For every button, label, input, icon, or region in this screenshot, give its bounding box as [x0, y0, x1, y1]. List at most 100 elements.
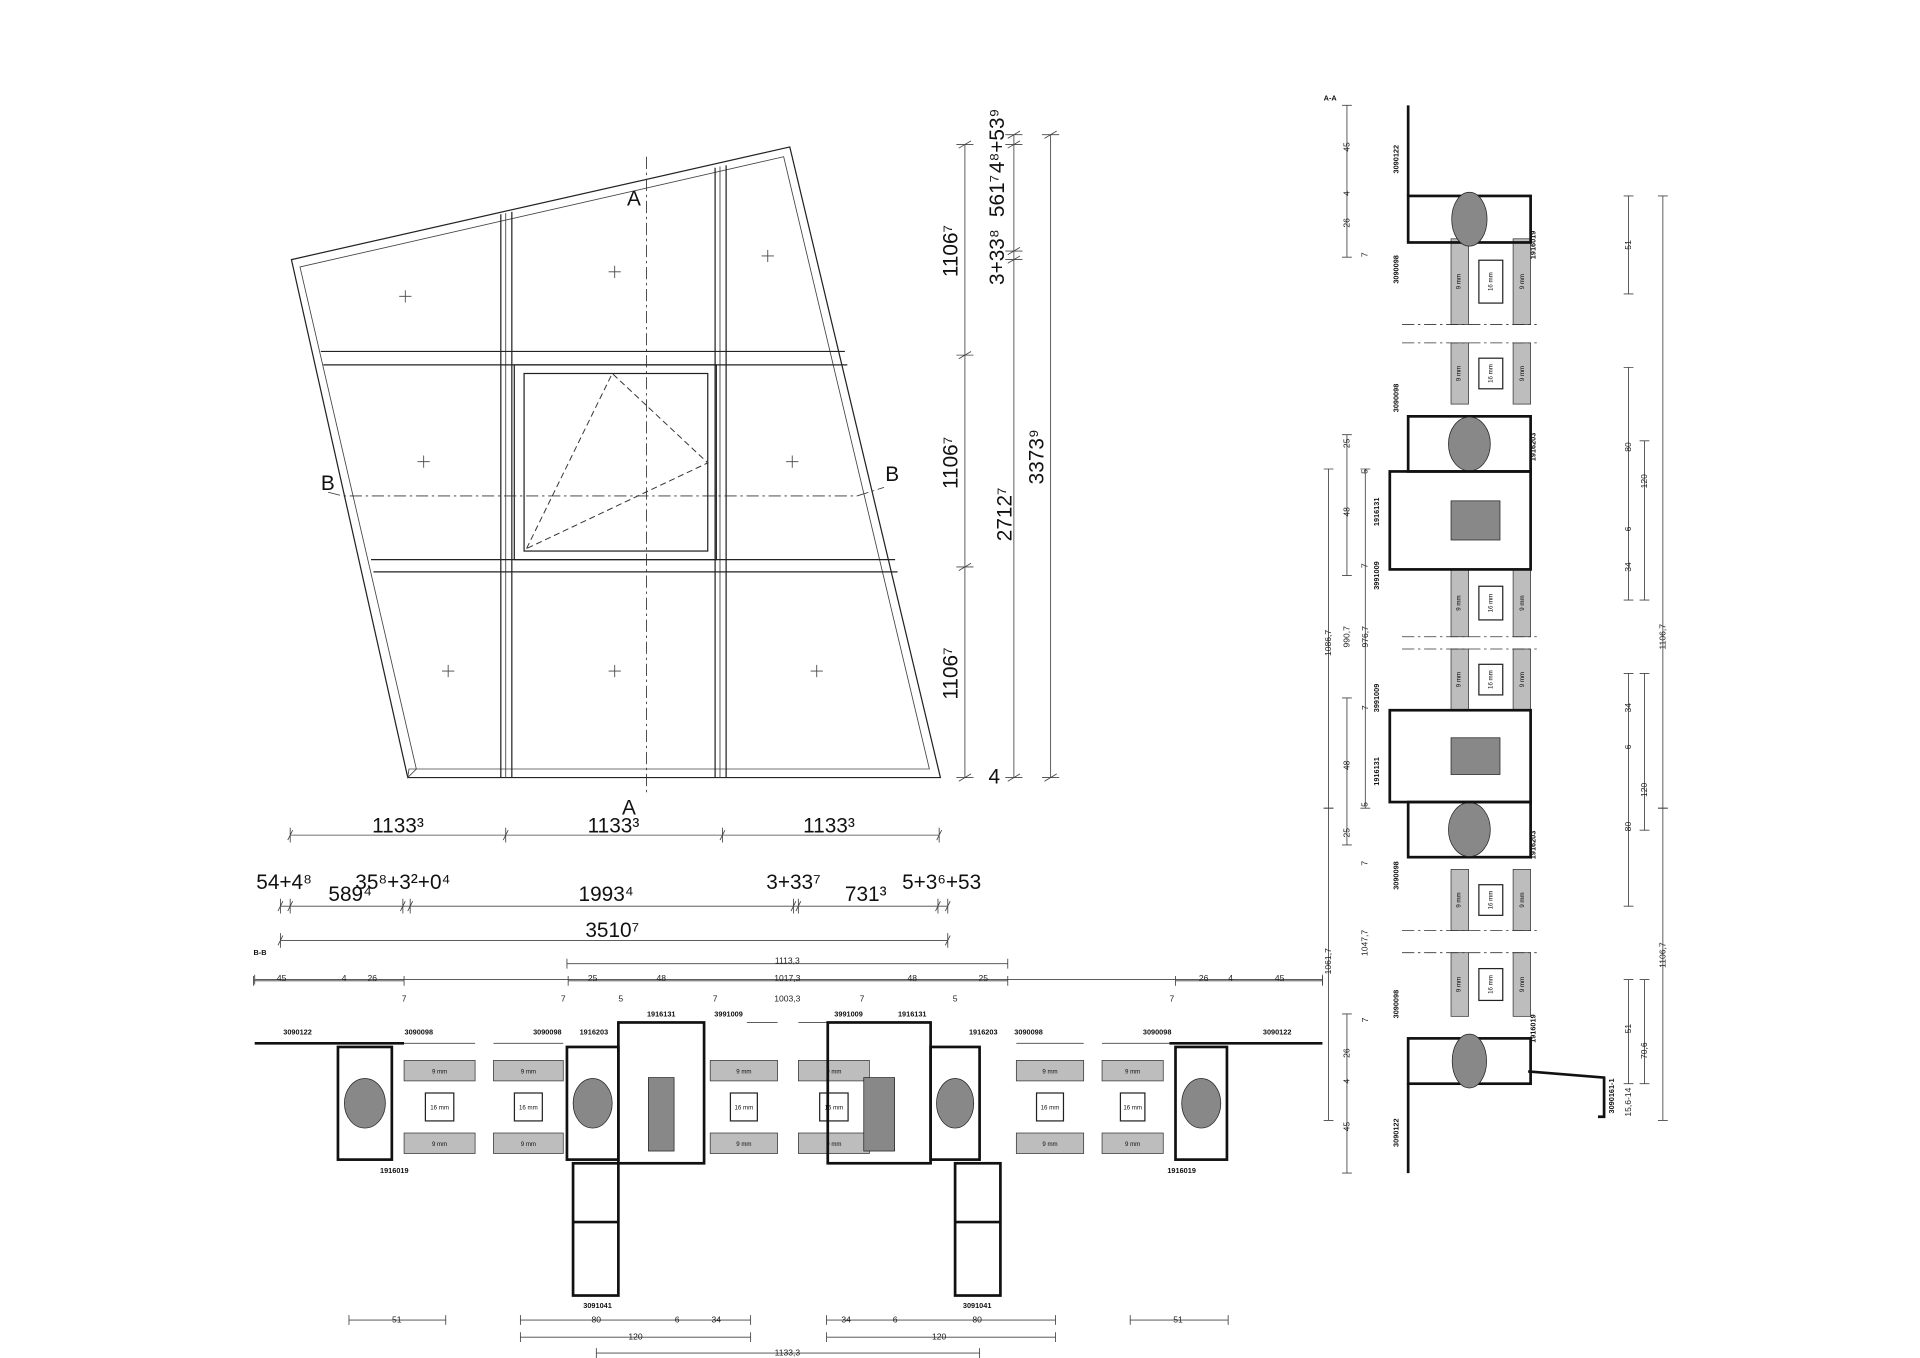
- mullion-post: [953, 1161, 1002, 1297]
- dim-tick: [277, 898, 284, 914]
- dimension-label: 1086,7: [1323, 630, 1333, 656]
- dimension-label: 80: [1623, 442, 1633, 452]
- dim-tick: [287, 898, 294, 914]
- dimension-label: 1047,7: [1360, 930, 1370, 956]
- dim-tick: [790, 898, 797, 914]
- dim-tick: [956, 562, 974, 572]
- glass-pane-label: 9 mm: [1456, 977, 1463, 992]
- thermal-break: [1181, 1078, 1222, 1129]
- spacer: [1035, 1092, 1065, 1122]
- part-number-label: 3991009: [1372, 684, 1381, 713]
- dim-tick: [944, 898, 951, 914]
- dimension-label: 5: [1360, 802, 1370, 807]
- dimension-line: [1623, 979, 1634, 1085]
- glass-cavity-label: 16 mm: [1487, 364, 1494, 383]
- dimension-label: 4: [1341, 1079, 1351, 1084]
- glass-pane-label: 9 mm: [1519, 672, 1526, 687]
- dimension-label: 6: [1623, 744, 1633, 749]
- thermal-break: [863, 1077, 895, 1152]
- part-number-label: 3090098: [1391, 861, 1400, 890]
- dim-tick: [956, 140, 974, 149]
- part-number-label: 1916131: [1372, 498, 1381, 527]
- dimension-label: 48: [1341, 760, 1351, 770]
- glass-pane-label: 9 mm: [1519, 977, 1526, 992]
- labels: 1106⁷1106⁷1106⁷4⁸+53⁹561⁷3+33⁸2712⁷43373…: [256, 109, 1667, 1358]
- aluminium-profile: [826, 1021, 932, 1165]
- dimension-line: [1639, 440, 1650, 601]
- glass-pane-label: 9 mm: [521, 1068, 536, 1075]
- dim-tick: [407, 898, 414, 914]
- glass-pane-label: 9 mm: [1456, 274, 1463, 289]
- dimension-label: 6: [675, 1314, 680, 1324]
- dimension-label: 45: [277, 973, 287, 983]
- glass-pane-label: 9 mm: [736, 1068, 751, 1075]
- dim-height-bottom: 4: [988, 766, 1000, 789]
- dimension-label: 1017,3: [774, 973, 800, 983]
- glass-pane: [1015, 1060, 1085, 1082]
- thermal-break: [572, 1078, 613, 1129]
- dimension-label: 7: [1360, 252, 1370, 257]
- aluminium-profile: [617, 1021, 706, 1165]
- dimension-label: 26: [1199, 973, 1209, 983]
- dim-width-part: 1993⁴: [579, 883, 634, 906]
- dimension-line: [1623, 195, 1634, 295]
- thermal-break: [1451, 191, 1488, 247]
- glass-cavity-label: 16 mm: [735, 1105, 754, 1112]
- dimension-label: 1106,7: [1657, 942, 1667, 968]
- dim-total-height: 3373⁹: [1025, 429, 1048, 484]
- dimension-label: 25: [1341, 828, 1351, 838]
- dim-tick: [719, 827, 726, 843]
- glass-pane-label: 9 mm: [1519, 595, 1526, 610]
- glass-cavity-label: 16 mm: [1123, 1105, 1142, 1112]
- dimension-label: 4: [1228, 973, 1233, 983]
- dimension-line: [1623, 673, 1634, 907]
- dimension-label: 51: [392, 1314, 402, 1324]
- spacer: [1478, 663, 1504, 696]
- dimension-label: 25: [978, 973, 988, 983]
- dim-width-part: 589⁴: [328, 883, 372, 906]
- dim-height-row: 1106⁷: [940, 437, 963, 489]
- dim-width-column: 1133³: [803, 815, 855, 838]
- thermal-break: [648, 1077, 675, 1152]
- glass-pane: [1101, 1132, 1164, 1154]
- dimension-label: 51: [1173, 1314, 1183, 1324]
- cross-mark: [786, 455, 799, 468]
- part-number-label: 1916203: [580, 1028, 609, 1037]
- part-number-label: 3091041: [583, 1301, 612, 1310]
- dimension-label: 1061,7: [1323, 948, 1333, 974]
- part-number-label: 3090122: [1391, 1118, 1400, 1147]
- dimension-line: [1639, 979, 1650, 1085]
- glass-pane-label: 9 mm: [1456, 366, 1463, 381]
- dimension-line: [1175, 975, 1323, 986]
- dim-tick: [936, 827, 943, 843]
- dim-tick: [956, 351, 974, 360]
- window-elevation: A A B B: [290, 146, 942, 819]
- dimension-label: 80: [592, 1314, 602, 1324]
- dimension-line: [826, 1332, 1056, 1343]
- spacer: [1478, 967, 1504, 1002]
- part-number-label: 1916203: [1529, 831, 1538, 860]
- glass-pane-label: 9 mm: [1125, 1068, 1140, 1075]
- dimension-line: [1129, 1315, 1229, 1325]
- elevation-dimensions: [277, 130, 1060, 948]
- glass-pane-label: 9 mm: [1456, 892, 1463, 907]
- part-number-label: 3090098: [1014, 1028, 1043, 1037]
- dimension-line: [1342, 1013, 1352, 1174]
- part-number-label: 3991009: [1372, 561, 1381, 590]
- dimension-line: [1342, 104, 1352, 258]
- dim-height-part: 4⁸+53⁹: [986, 109, 1009, 174]
- part-number-label: 3090098: [533, 1028, 562, 1037]
- cross-mark: [417, 455, 430, 468]
- dimension-label: 26: [367, 973, 377, 983]
- dim-tick: [935, 898, 941, 914]
- dim-tick: [1042, 130, 1060, 139]
- thermal-break: [1450, 737, 1501, 775]
- dim-tick: [944, 933, 951, 948]
- dim-tick: [502, 827, 509, 843]
- part-number-label: 3090122: [1263, 1028, 1292, 1037]
- part-number-label: 3090122: [283, 1028, 312, 1037]
- part-number-label: 3090122: [1391, 145, 1400, 174]
- part-number-label: 1916131: [647, 1009, 676, 1018]
- dim-total-width: 3510⁷: [585, 919, 639, 942]
- section-marker-a-top: A: [627, 188, 641, 211]
